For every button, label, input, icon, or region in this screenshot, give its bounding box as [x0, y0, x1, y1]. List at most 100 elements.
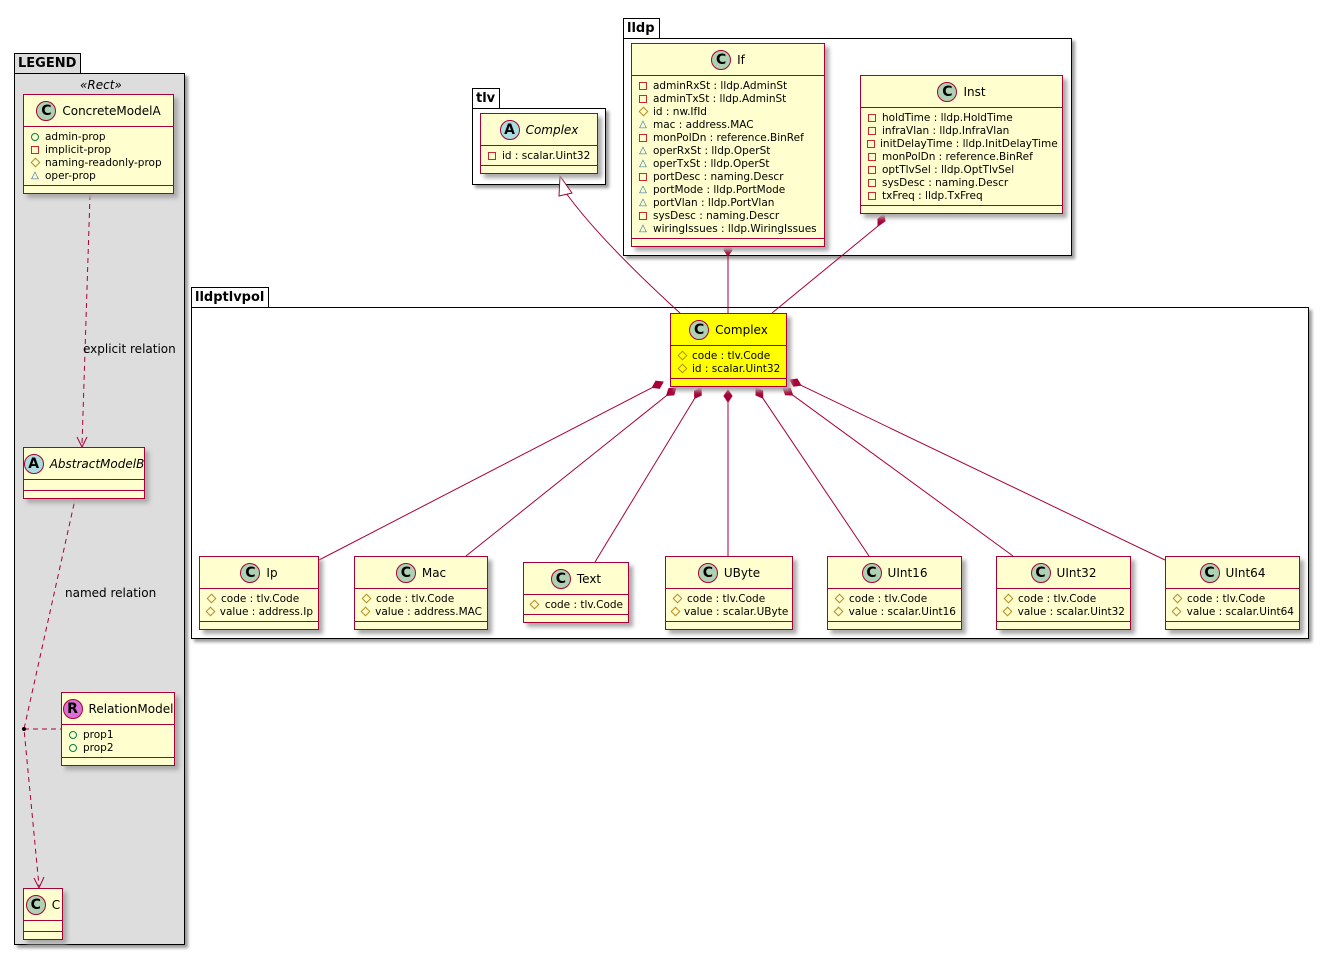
- class-icon: C: [937, 81, 958, 102]
- visibility-icon: [1003, 593, 1013, 604]
- class-field: △ oper-prop: [30, 169, 168, 182]
- class-field: value : scalar.Uint32: [1002, 605, 1125, 618]
- class-field: △operTxSt : lldp.OperSt: [638, 157, 819, 170]
- field-text: code : tlv.Code: [221, 592, 300, 605]
- class-field: value : address.MAC: [360, 605, 482, 618]
- class-field: sysDesc : naming.Descr: [867, 176, 1057, 189]
- class-field: txFreq : lldp.TxFreq: [867, 189, 1057, 202]
- field-text: implicit-prop: [45, 143, 112, 156]
- visibility-icon: [638, 106, 648, 117]
- visibility-icon: [1171, 606, 1182, 617]
- class-field: portDesc : naming.Descr: [638, 170, 819, 183]
- class-methods: [481, 166, 597, 173]
- visibility-icon: △: [639, 184, 647, 195]
- field-text: code : tlv.Code: [1018, 592, 1097, 605]
- class-methods: [632, 239, 824, 246]
- visibility-icon: △: [639, 197, 647, 208]
- class-field: naming-readonly-prop: [30, 156, 168, 169]
- visibility-icon: [360, 606, 371, 617]
- field-text: code : tlv.Code: [544, 598, 623, 611]
- field-text: sysDesc : naming.Descr: [653, 209, 780, 222]
- class-field: code : tlv.Code: [361, 592, 482, 605]
- class-methods: [24, 491, 144, 498]
- field-text: id : scalar.Uint32: [502, 149, 591, 162]
- visibility-icon: [834, 593, 844, 604]
- class-header: C UInt32: [997, 557, 1130, 589]
- package-lldptlvpol-tab: lldptlvpol: [191, 287, 270, 307]
- visibility-icon: [867, 126, 877, 135]
- class-fields: [24, 480, 144, 491]
- class-field: initDelayTime : lldp.InitDelayTime: [867, 137, 1058, 150]
- class-icon: C: [711, 49, 732, 70]
- class-icon: C: [1030, 562, 1051, 583]
- field-text: portDesc : naming.Descr: [653, 170, 784, 183]
- class-icon: C: [689, 319, 710, 340]
- field-text: holdTime : lldp.HoldTime: [882, 111, 1013, 124]
- visibility-icon: [638, 133, 648, 142]
- class-methods: [24, 932, 62, 939]
- class-field: code : tlv.Code: [206, 592, 313, 605]
- class-field: code : tlv.Code: [529, 598, 623, 611]
- field-text: portMode : lldp.PortMode: [653, 183, 786, 196]
- field-text: wiringIssues : lldp.WiringIssues: [653, 222, 817, 235]
- legend-stereotype: «Rect»: [80, 78, 122, 92]
- class-name: Complex: [525, 122, 579, 137]
- class-name: Inst: [963, 84, 986, 99]
- field-text: adminTxSt : lldp.AdminSt: [653, 92, 787, 105]
- class-name: UInt64: [1225, 565, 1266, 580]
- visibility-icon: [30, 145, 40, 154]
- field-text: code : tlv.Code: [376, 592, 455, 605]
- visibility-icon: [487, 151, 497, 160]
- class-name: UInt32: [1056, 565, 1097, 580]
- class-methods: [828, 622, 961, 629]
- class-icon: C: [861, 562, 882, 583]
- class-methods: [671, 379, 786, 386]
- class-field: value : scalar.UByte: [670, 605, 788, 618]
- class-field: △ portMode : lldp.PortMode: [638, 183, 819, 196]
- field-text: initDelayTime : lldp.InitDelayTime: [880, 137, 1058, 150]
- visibility-icon: [30, 157, 40, 168]
- class-name: Text: [576, 571, 602, 586]
- visibility-icon: [670, 606, 681, 617]
- package-lldp-tab: lldp: [623, 18, 660, 38]
- class-icon: C: [550, 568, 571, 589]
- field-text: prop2: [83, 741, 114, 754]
- explicit-relation-label: explicit relation: [83, 342, 176, 356]
- class-field: △operRxSt : lldp.OperSt: [638, 144, 819, 157]
- class-field: value : scalar.Uint16: [833, 605, 956, 618]
- class-field: sysDesc : naming.Descr: [638, 209, 819, 222]
- visibility-icon: [68, 743, 78, 752]
- field-text: oper-prop: [45, 169, 96, 182]
- visibility-icon: [867, 165, 877, 174]
- class-Text[interactable]: C Text code : tlv.Code: [523, 562, 629, 623]
- class-methods: [62, 758, 174, 765]
- class-field: infraVlan : lldp.InfraVlan: [867, 124, 1057, 137]
- class-icon: C: [697, 562, 718, 583]
- class-field: code : tlv.Code: [1172, 592, 1294, 605]
- visibility-icon: △: [31, 170, 39, 181]
- class-field: prop1: [68, 728, 169, 741]
- visibility-icon: △: [639, 158, 647, 169]
